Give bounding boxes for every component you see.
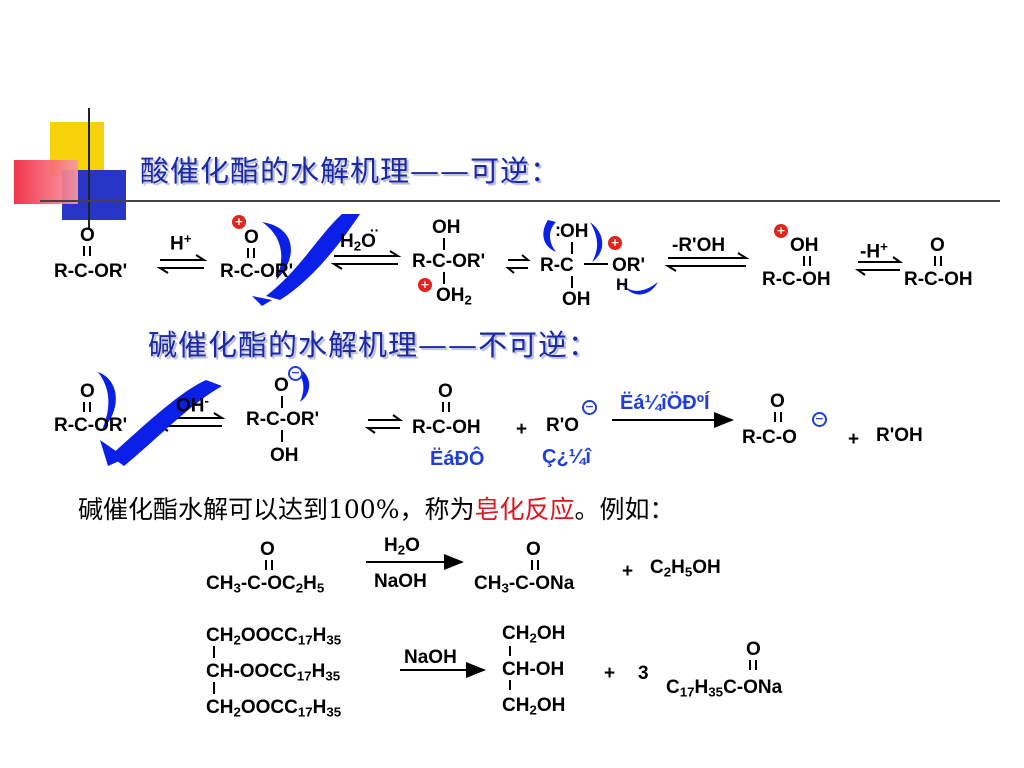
ex1-reagent-bottom: NaOH [374, 571, 427, 592]
equilibrium-arrow-1 [156, 254, 208, 274]
acid-int3-OR: OR' [612, 255, 646, 276]
ex2-gly-row3: CH2OH [502, 695, 566, 718]
acid-int4-OH: OH [790, 235, 819, 256]
lone-pair-colon: : [555, 220, 561, 240]
base-int-OH: OH [270, 445, 299, 466]
equilibrium-arrow-5 [854, 256, 904, 276]
heading-base-mechanism: 碱催化酯的水解机理——不可逆： [148, 328, 599, 362]
acid-int2-OH: OH [432, 217, 461, 238]
alcohol-product: R'OH [876, 425, 923, 446]
water-label: H2O [340, 231, 376, 254]
plus-sign: + [848, 429, 860, 450]
garbled-arrow-label: Ëá¼îÖÐºÍ [620, 392, 710, 414]
bonds-acid-row [83, 238, 942, 288]
positive-charge-icon: + [232, 215, 246, 229]
positive-charge-icon: + [418, 278, 432, 292]
ex2-tri-row1: CH2OOCC17H35 [206, 625, 342, 648]
acid-product: R-C-OH [904, 269, 973, 290]
negative-charge-icon: − [288, 366, 303, 381]
ex2-gly-row1: CH2OH [502, 623, 566, 646]
deco-horizontal-line [40, 200, 1000, 202]
oh-minus-label: OH- [176, 393, 209, 417]
deco-vertical-line [88, 108, 90, 228]
ex1-reagent-top: H2O [384, 535, 420, 558]
deco-red-square [14, 160, 78, 204]
negative-charge-icon: − [812, 412, 827, 427]
negative-charge-icon: − [582, 400, 597, 415]
ex2-reagent: NaOH [404, 647, 457, 668]
positive-charge-icon: + [608, 236, 622, 250]
base-ester-O: O [80, 381, 95, 402]
base-int-O: O [274, 375, 289, 396]
saponification-note: 碱催化酯水解可以达到100%，称为皂化反应。例如： [78, 495, 675, 524]
ex2-plus: + [604, 663, 616, 684]
ex1-reactant: CH3-C-OC2H5 [206, 573, 325, 596]
ex2-gly-row2: CH-OH [502, 659, 565, 680]
acid-ester-O: O [80, 225, 95, 246]
base-acid-O: O [438, 381, 453, 402]
ex1-plus: + [622, 561, 634, 582]
ex2-tri-row3: CH2OOCC17H35 [206, 697, 342, 720]
ex2-soap: C17H35C-ONa [666, 677, 783, 700]
carboxylate-O: O [770, 391, 785, 412]
base-int: R-C-OR' [246, 409, 320, 430]
ex2-tri-row2: CH-OOCC17H35 [206, 661, 341, 684]
equilibrium-arrow-base-2 [364, 414, 404, 434]
equilibrium-arrow-4 [664, 252, 750, 272]
ex1-reactant-O: O [260, 539, 275, 560]
acid-int3: R-C [540, 255, 574, 276]
ex2-coef: 3 [638, 663, 649, 684]
equilibrium-arrow-2 [330, 250, 402, 270]
acid-ester: R-C-OR' [54, 261, 128, 282]
lone-pair-dots: ·· [370, 222, 380, 238]
bonds-examples [213, 560, 757, 694]
heading-acid-mechanism: 酸催化酯的水解机理——可逆： [140, 154, 561, 188]
ex2-soap-O: O [746, 639, 761, 660]
garbled-label-strong-base: Ç¿¼î [542, 446, 591, 468]
h-plus-label: H+ [170, 231, 192, 255]
acid-int3-OH-bottom: OH [562, 289, 591, 310]
alkoxide: R'O [546, 415, 580, 436]
base-ester: R-C-OR' [54, 415, 128, 436]
acid-int3-H: H [616, 275, 629, 294]
acid-int1-O: O [244, 227, 259, 248]
plus-sign: + [516, 419, 528, 440]
minus-ROH-label: -R'OH [672, 235, 726, 256]
curved-arrows [98, 214, 658, 466]
ex1-alcohol: C2H5OH [650, 557, 721, 580]
bonds-base-row [83, 396, 782, 442]
acid-int3-OH: OH [560, 221, 589, 242]
equilibrium-arrow-3 [505, 254, 531, 274]
acid-int1: R-C-OR' [220, 261, 294, 282]
acid-int4: R-C-OH [762, 269, 831, 290]
carboxylate: R-C-O [742, 427, 797, 448]
acid-product-O: O [930, 235, 945, 256]
ex1-product-O: O [526, 539, 541, 560]
acid-int2: R-C-OR' [412, 251, 486, 272]
saponification-highlight: 皂化反应 [474, 495, 575, 524]
garbled-label-acidic: ËáÐÔ [430, 448, 485, 470]
minus-H-label: -H+ [860, 239, 888, 263]
ex1-product: CH3-C-ONa [474, 573, 575, 596]
acid-int2-OH2: OH2 [436, 285, 472, 308]
base-acid: R-C-OH [412, 417, 481, 438]
positive-charge-icon: + [774, 224, 788, 238]
